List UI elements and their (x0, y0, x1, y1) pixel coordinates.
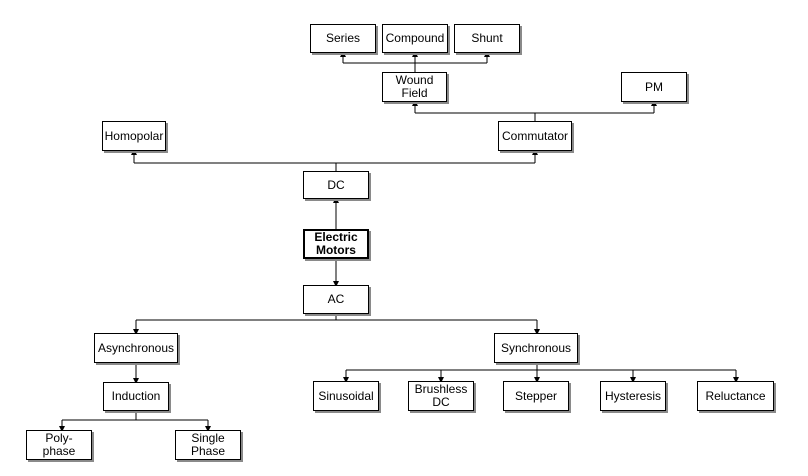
node-reluctance: Reluctance (697, 381, 774, 411)
node-single-phase: Single Phase (175, 430, 241, 460)
node-series-label: Series (325, 31, 360, 45)
node-ac: AC (303, 285, 369, 314)
node-dc: DC (303, 171, 369, 199)
node-brushless-dc-label: Brushless DC (414, 382, 468, 409)
node-asynchronous: Asynchronous (94, 333, 178, 363)
node-shunt: Shunt (454, 24, 520, 53)
node-sinusoidal-label: Sinusoidal (318, 388, 374, 403)
node-series: Series (310, 24, 376, 53)
node-induction: Induction (103, 382, 169, 411)
node-polyphase: Poly- phase (26, 430, 92, 460)
node-pm-label: PM (645, 79, 663, 94)
node-ac-label: AC (327, 292, 345, 306)
node-wound-field: Wound Field (382, 72, 447, 102)
node-synchronous-label: Synchronous (500, 340, 572, 355)
node-brushless-dc: Brushless DC (408, 381, 474, 411)
node-wound-field-label: Wound Field (395, 73, 434, 100)
node-homopolar-label: Homopolar (104, 128, 164, 143)
node-synchronous: Synchronous (494, 333, 578, 363)
node-electric-motors-label: Electric Motors (314, 230, 358, 257)
node-electric-motors: Electric Motors (303, 229, 369, 259)
node-compound-label: Compound (385, 31, 445, 45)
node-shunt-label: Shunt (471, 31, 503, 45)
node-sinusoidal: Sinusoidal (313, 381, 379, 411)
node-commutator-label: Commutator (501, 128, 569, 143)
node-hysteresis-label: Hysteresis (604, 388, 661, 403)
node-induction-label: Induction (111, 389, 161, 403)
node-stepper-label: Stepper (514, 388, 558, 403)
node-asynchronous-label: Asynchronous (97, 340, 175, 355)
node-single-phase-label: Single Phase (190, 431, 226, 458)
node-compound: Compound (382, 24, 448, 53)
node-pm: PM (621, 72, 687, 102)
node-hysteresis: Hysteresis (600, 381, 666, 411)
node-dc-label: DC (327, 177, 345, 192)
node-homopolar: Homopolar (102, 121, 166, 151)
node-stepper: Stepper (503, 381, 569, 411)
node-reluctance-label: Reluctance (705, 388, 766, 403)
node-commutator: Commutator (498, 121, 572, 151)
node-polyphase-label: Poly- phase (42, 431, 76, 458)
